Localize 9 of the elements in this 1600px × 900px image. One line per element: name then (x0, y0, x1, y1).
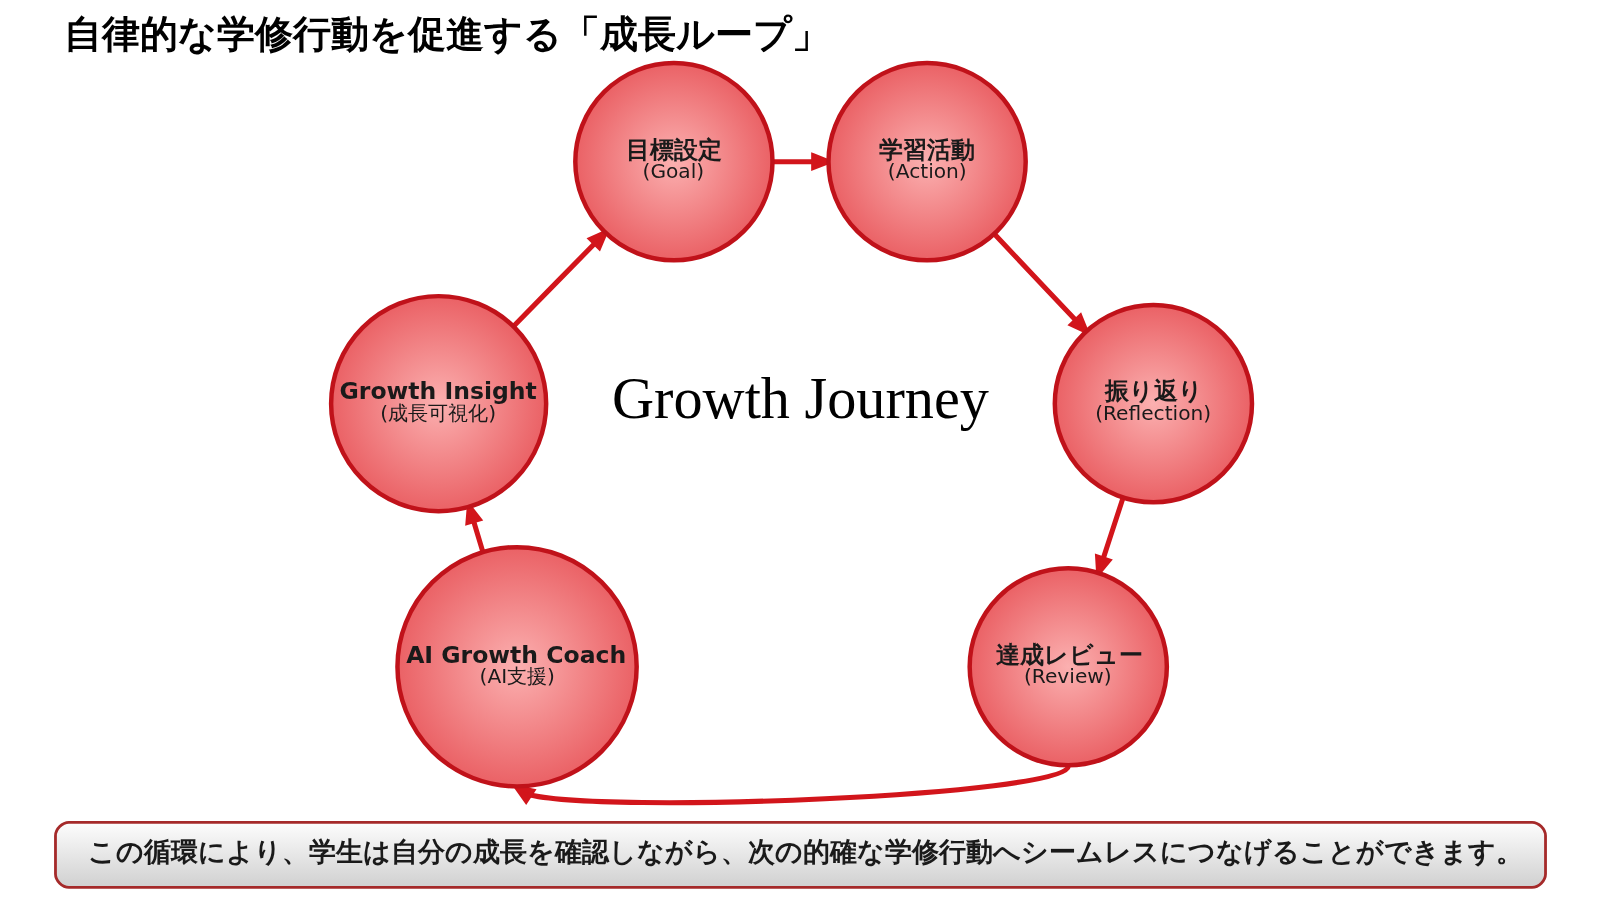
node-circle: AI Growth Coach (AI支援) (394, 544, 639, 789)
node-box: この循環により、学生は自分の成長を確認しながら、次の的確な学修行動へシームレスにつなげることができます。 (53, 820, 1547, 889)
node-circle: 達成レビュー (Review) (966, 565, 1169, 768)
node-circle: 学習活動 (Action) (825, 60, 1028, 263)
node-circle: 目標設定 (Goal) (572, 60, 775, 263)
diagram-title: 自律的な学修行動を促進する「成長ループ」 (63, 11, 830, 56)
node-circle: 振り返り (Reflection) (1052, 302, 1254, 505)
label: Growth Journey (611, 366, 989, 432)
node-circle: Growth Insight (成長可視化) (328, 293, 548, 514)
